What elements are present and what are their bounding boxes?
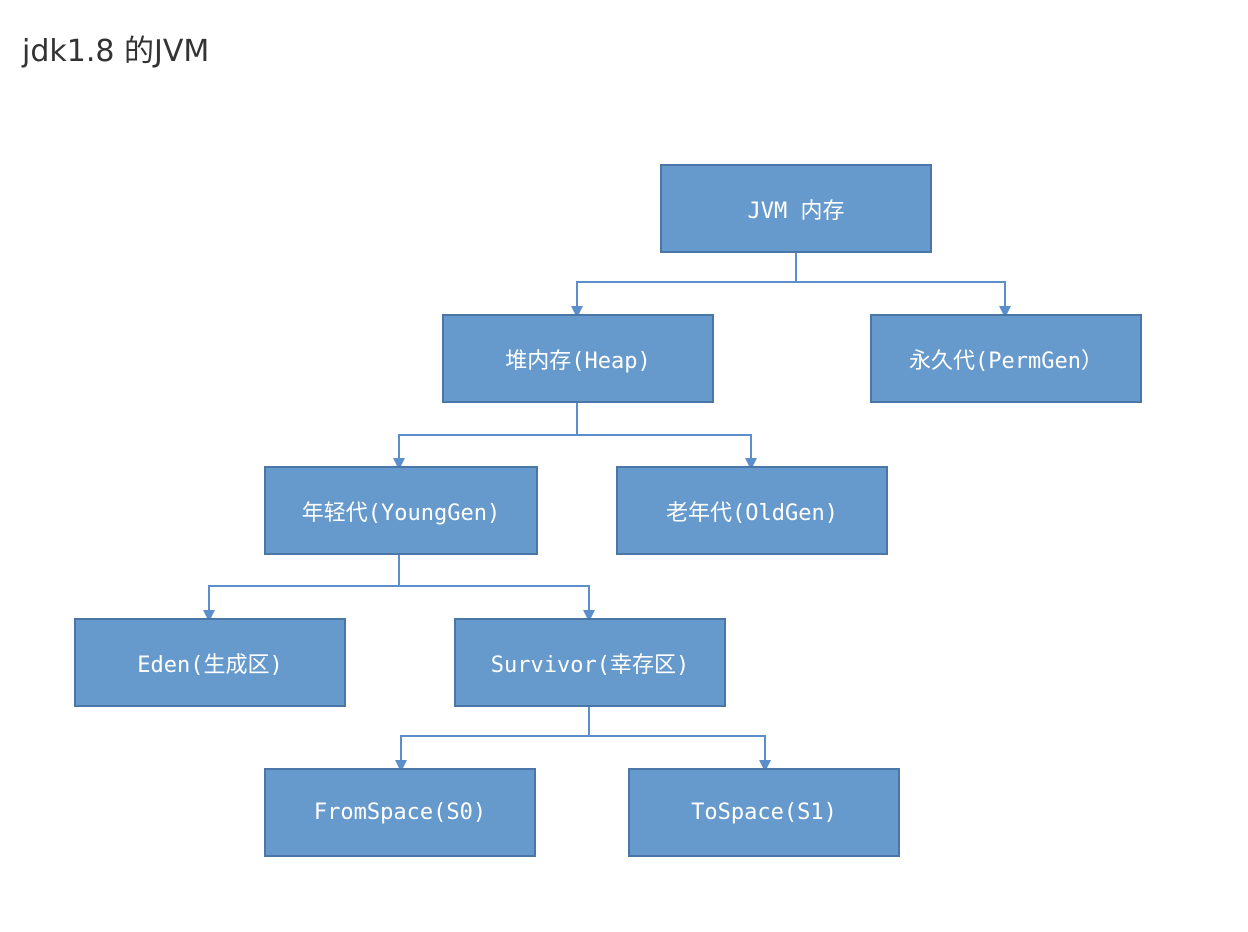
- node-label: Survivor(幸存区): [490, 652, 690, 678]
- node-old-gen: 老年代(OldGen): [616, 466, 888, 555]
- node-label: 年轻代(YoungGen): [301, 500, 501, 526]
- node-to-space: ToSpace(S1): [628, 768, 900, 857]
- node-label: ToSpace(S1): [691, 800, 837, 825]
- node-young-gen: 年轻代(YoungGen): [264, 466, 538, 555]
- connector-young-survivor: [399, 585, 595, 622]
- node-label: FromSpace(S0): [313, 800, 487, 825]
- node-label: JVM 内存: [747, 198, 845, 224]
- node-survivor: Survivor(幸存区): [454, 618, 726, 707]
- node-label: 堆内存(Heap): [505, 348, 651, 374]
- connector-heap-old: [577, 434, 757, 470]
- page-title: jdk1.8 的JVM: [22, 34, 210, 69]
- connector-survivor-to: [589, 735, 771, 772]
- connector-jvm-perm: [796, 281, 1011, 318]
- node-jvm-memory: JVM 内存: [660, 164, 932, 253]
- node-label: 永久代(PermGen）: [909, 348, 1103, 374]
- connector-heap-young: [393, 403, 578, 470]
- node-from-space: FromSpace(S0): [264, 768, 536, 857]
- node-heap: 堆内存(Heap): [442, 314, 714, 403]
- node-label: Eden(生成区): [137, 652, 283, 678]
- connector-young-eden: [203, 555, 400, 622]
- connector-jvm-heap: [571, 253, 797, 318]
- node-eden: Eden(生成区): [74, 618, 346, 707]
- node-label: 老年代(OldGen): [666, 500, 838, 526]
- node-permgen: 永久代(PermGen）: [870, 314, 1142, 403]
- connector-survivor-from: [395, 707, 590, 772]
